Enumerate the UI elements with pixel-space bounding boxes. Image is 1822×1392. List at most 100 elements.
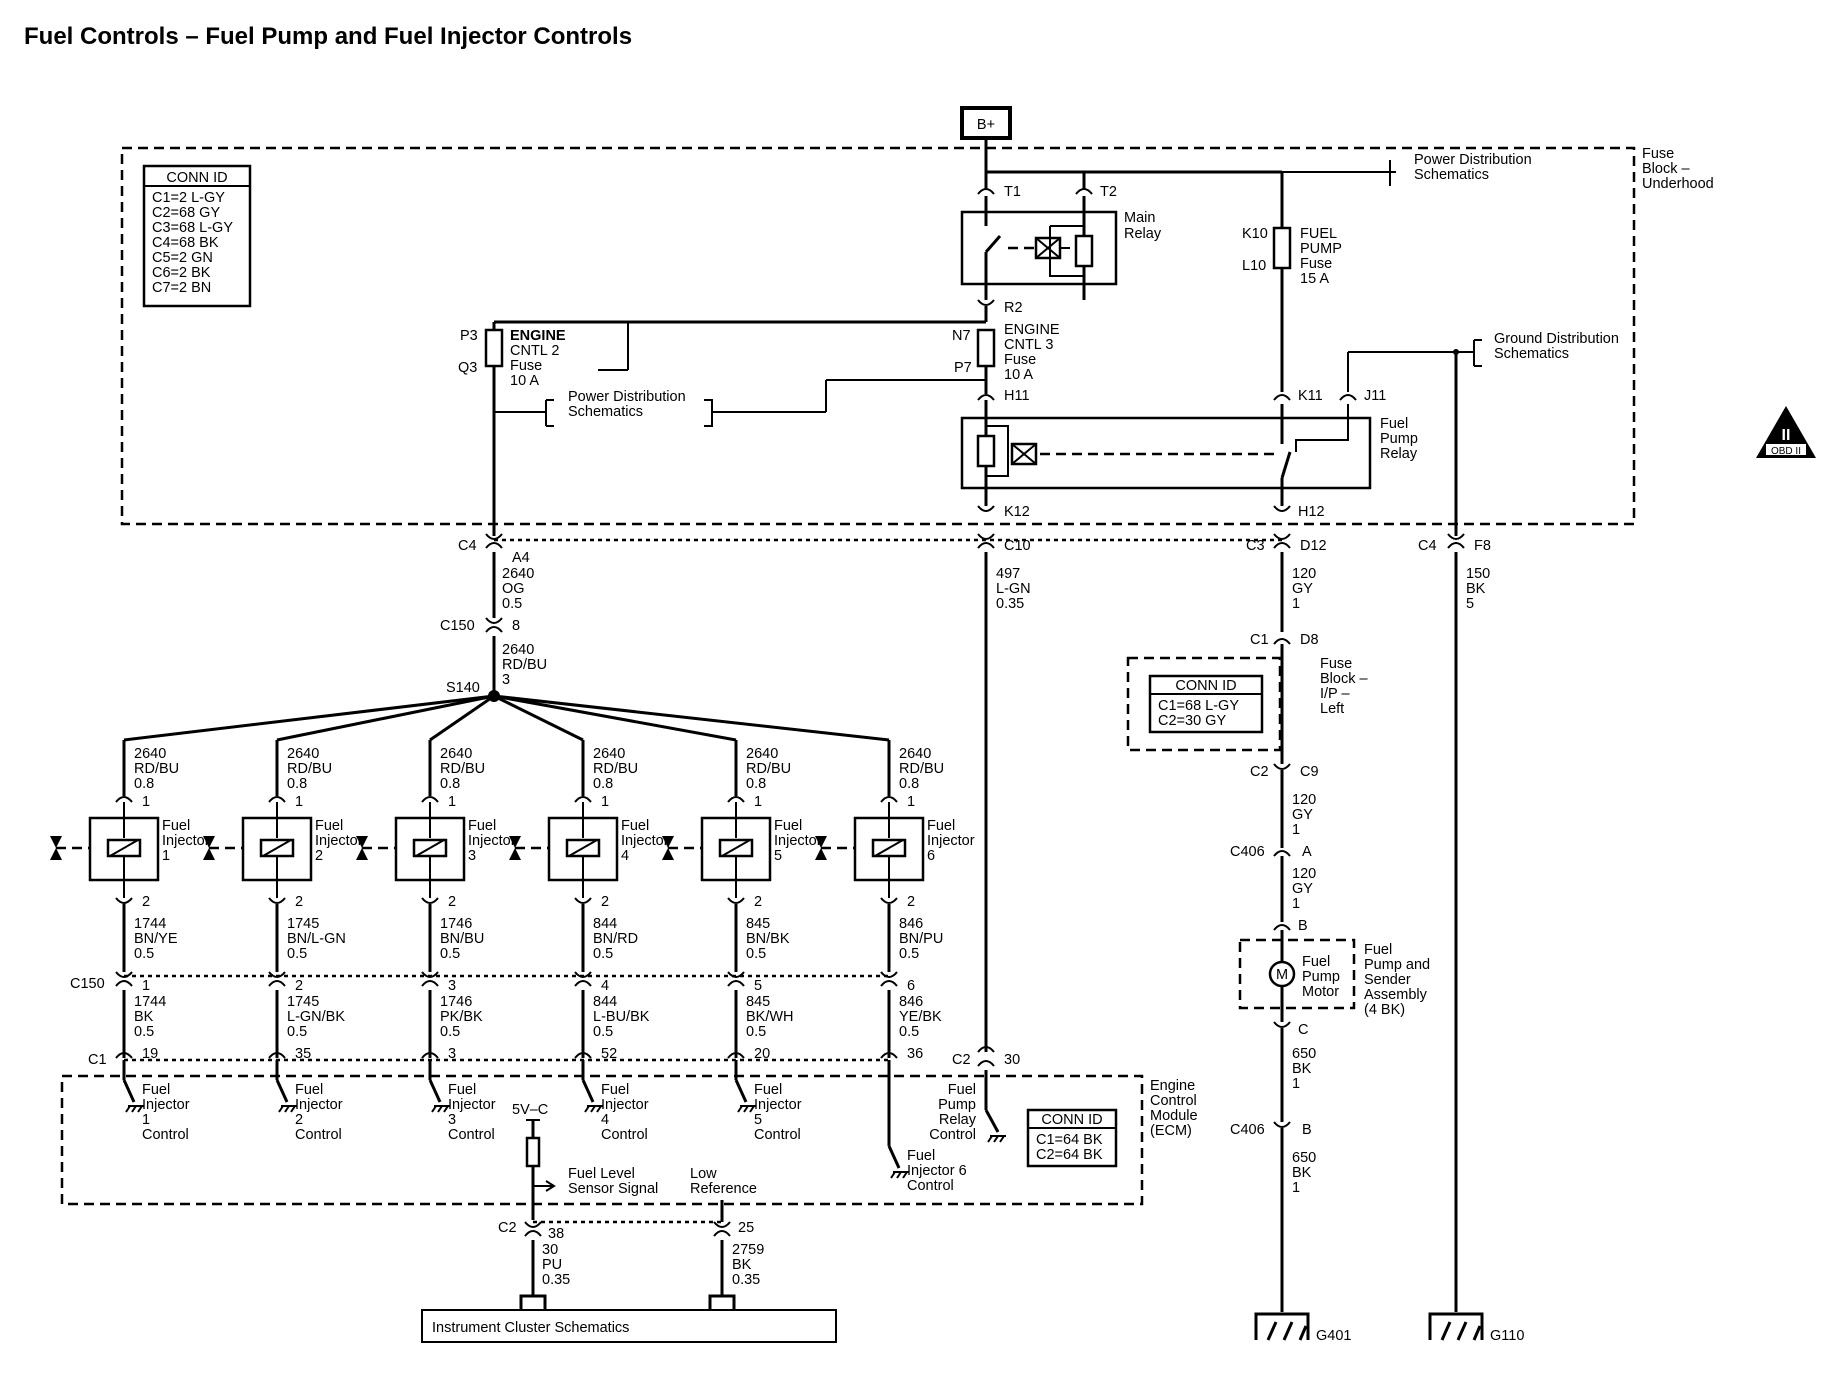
injector-name: 1: [162, 848, 170, 864]
pump-motor-label: Motor: [1302, 984, 1339, 1000]
obd-roman: II: [1782, 427, 1791, 444]
wire-label: RD/BU: [899, 761, 944, 777]
fuel-pump-relay-switch: [1280, 451, 1292, 479]
ecm-label: (ECM): [1150, 1123, 1192, 1139]
injector-pin-1: [574, 796, 592, 803]
wire-splice-feed: [276, 694, 495, 742]
terminal-k11: [1273, 394, 1291, 401]
connector-motor-c: [1273, 1021, 1291, 1028]
low-reference-label: Reference: [690, 1181, 757, 1197]
conn-id-ecm-box: [1026, 1108, 1118, 1168]
injector-control-label: Control: [754, 1127, 801, 1143]
ecm-label: Module: [1150, 1108, 1198, 1124]
injector-bowtie: [356, 836, 368, 860]
wire-label: 1: [1292, 896, 1300, 912]
wire-label: BN/YE: [134, 931, 178, 947]
injector-control-switch: [428, 1079, 442, 1103]
connector-c1: [880, 1052, 898, 1059]
injector-control-label: Injector: [601, 1097, 649, 1113]
connector-c406-a: [1273, 850, 1291, 857]
instrument-cluster-box: [421, 1309, 837, 1343]
battery-label: B+: [977, 117, 995, 133]
ground-dist-bracket: [1473, 339, 1482, 367]
wire-label: 0.5: [287, 1024, 307, 1040]
instrument-cluster-label: Instrument Cluster Schematics: [432, 1320, 629, 1336]
connector-motor-b: [1273, 924, 1291, 931]
ground-g401: [1254, 1312, 1310, 1341]
connector-c1-pin: 52: [601, 1046, 617, 1062]
conn-id-main-line: C7=2 BN: [152, 280, 211, 296]
injector-control-label: Fuel: [295, 1082, 323, 1098]
wire-label: 0.8: [440, 776, 460, 792]
wire-label: BK: [134, 1009, 154, 1025]
wire-label: 0.8: [287, 776, 307, 792]
terminal-h12-label: H12: [1298, 504, 1325, 520]
injector-control-label: Control: [907, 1178, 954, 1194]
wire-label: YE/BK: [899, 1009, 942, 1025]
injector-pin-label: 2: [295, 894, 303, 910]
injector-name: 2: [315, 848, 323, 864]
injector-pin-1: [421, 796, 439, 803]
injector-group: 2640RD/BU0.81FuelInjector121744BN/YE0.51…: [50, 694, 975, 1194]
injector-control-switch: [887, 1145, 901, 1169]
injector-pin-label: 2: [601, 894, 609, 910]
connector-motor-b-label: B: [1298, 918, 1308, 934]
wire-label: PK/BK: [440, 1009, 483, 1025]
ground-g110: [1428, 1312, 1484, 1341]
power-dist-bracket-2: [704, 399, 713, 427]
connector-a4-label: A4: [512, 550, 530, 566]
injector-control-label: Fuel: [142, 1082, 170, 1098]
power-dist-bracket-1: [545, 399, 554, 427]
terminal-t1-label: T1: [1004, 184, 1021, 200]
injector-control-label: Fuel: [448, 1082, 476, 1098]
wire-label: 846: [899, 994, 923, 1010]
connector-c2-38: [524, 1221, 542, 1237]
injector-control-label: 3: [448, 1112, 456, 1128]
injector-name: Fuel: [621, 818, 649, 834]
fuel-pump-relay-control-label: Relay: [939, 1112, 977, 1128]
connector-c150-pin: 6: [907, 978, 915, 994]
wire-label: BN/BU: [440, 931, 484, 947]
wire-label: 0.5: [746, 946, 766, 962]
wire-label: RD/BU: [502, 657, 547, 673]
connector-c2-pin-25: 25: [738, 1220, 754, 1236]
connector-c1: [574, 1052, 592, 1059]
wire-label: 3: [502, 672, 510, 688]
connector-c406-label: C406: [1230, 1122, 1265, 1138]
power-dist-1-line-2: Schematics: [568, 404, 643, 420]
ground-symbol: [431, 1105, 450, 1113]
connector-c3-d12: [1273, 533, 1291, 549]
connector-c406-pin: A: [1302, 844, 1312, 860]
connector-f8-label: F8: [1474, 538, 1491, 554]
injector-control-switch: [122, 1079, 136, 1103]
pump-motor-label: Fuel: [1302, 954, 1330, 970]
wire-label: 120: [1292, 566, 1316, 582]
injector-pin-2: [574, 897, 592, 904]
connector-c2-label: C2: [1250, 764, 1269, 780]
fuse-block-underhood-boundary: [120, 146, 1636, 526]
wire-label: 0.5: [502, 596, 522, 612]
page-title: Fuel Controls – Fuel Pump and Fuel Injec…: [24, 23, 632, 50]
injector-control-label: Control: [295, 1127, 342, 1143]
terminal-h11: [977, 394, 995, 401]
main-relay-label-1: Main: [1124, 210, 1155, 226]
injector-pin-2: [727, 897, 745, 904]
engine-cntl3-label-2: CNTL 3: [1004, 337, 1053, 353]
connector-c2-25: [713, 1221, 731, 1237]
terminal-q3-label: Q3: [458, 360, 477, 376]
conn-id-ecm-header: CONN ID: [1041, 1112, 1102, 1128]
injector-name: Fuel: [315, 818, 343, 834]
wire-label: 2640: [440, 746, 472, 762]
injector-name: Injector: [162, 833, 210, 849]
pump-motor-label: Pump: [1302, 969, 1340, 985]
wire-label: 2640: [502, 642, 534, 658]
injector-pin-2: [115, 897, 133, 904]
injector-control-switch: [734, 1079, 748, 1103]
fuel-pump-relay-label-1: Fuel: [1380, 416, 1408, 432]
ground-symbol: [737, 1105, 756, 1113]
injector-name: 3: [468, 848, 476, 864]
connector-c9-label: C9: [1300, 764, 1319, 780]
injector-name: Fuel: [774, 818, 802, 834]
injector-control-label: Injector: [142, 1097, 190, 1113]
pump-assembly-label: Assembly: [1364, 987, 1428, 1003]
